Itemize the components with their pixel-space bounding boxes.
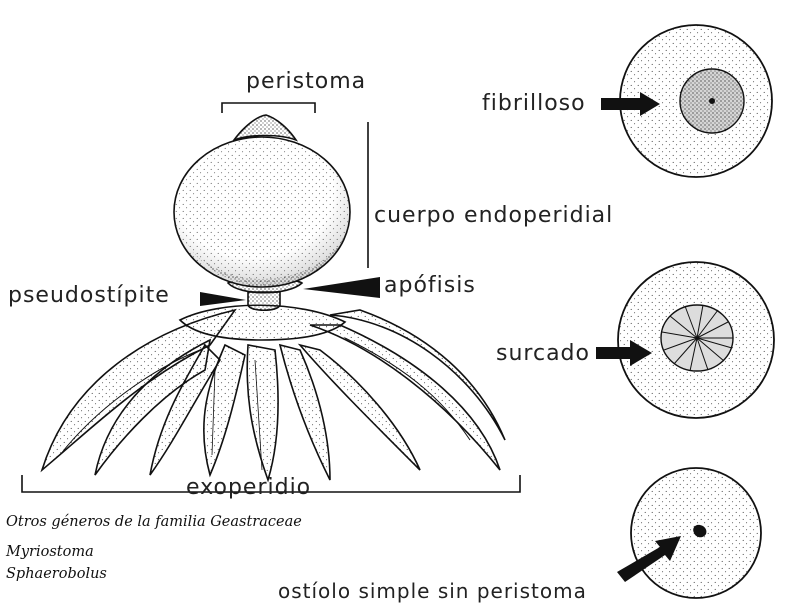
note-genus-myriostoma: Myriostoma — [5, 544, 94, 560]
variant-ostiolo-simple — [617, 468, 761, 598]
peristome — [234, 115, 296, 140]
pseudostipe — [248, 292, 280, 310]
label-ostiolo: ostíolo simple sin peristoma — [278, 579, 587, 603]
peristoma-bracket — [222, 103, 315, 113]
variant-fibrilloso — [601, 25, 772, 177]
label-surcado: surcado — [496, 341, 590, 366]
label-cuerpo-endoperidial: cuerpo endoperidial — [374, 203, 613, 228]
note-heading: Otros géneros de la familia Geastraceae — [6, 514, 302, 530]
variant-surcado — [596, 262, 774, 418]
label-peristoma: peristoma — [246, 69, 366, 94]
ray-center — [247, 345, 278, 480]
note-genus-sphaerobolus: Sphaerobolus — [6, 566, 107, 582]
exoperidium-rays — [42, 305, 505, 480]
pseudostipite-pointer — [200, 292, 246, 306]
apofisis-pointer — [303, 277, 380, 298]
label-apofisis: apófisis — [384, 273, 476, 298]
label-fibrilloso: fibrilloso — [482, 91, 586, 116]
label-pseudostipite: pseudostípite — [8, 283, 170, 308]
label-exoperidio: exoperidio — [186, 475, 311, 500]
